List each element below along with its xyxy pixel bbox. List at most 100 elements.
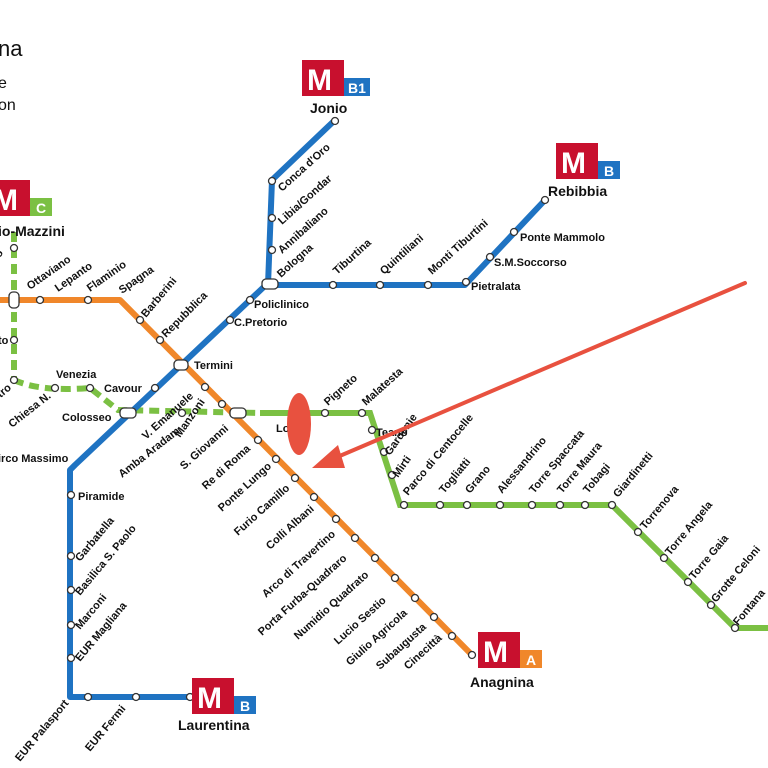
- label-giardinetti: Giardinetti: [611, 450, 656, 500]
- metro-logo-laurentina: [192, 678, 234, 714]
- label-malatesta: Malatesta: [360, 365, 406, 408]
- terminal-name-anagnina: Anagnina: [470, 674, 534, 690]
- station-manzoni: [217, 399, 227, 409]
- station-libia: [267, 213, 277, 223]
- metro-letter-laurentina: M: [197, 682, 222, 715]
- line-badge-rebibbia: [598, 161, 620, 179]
- label-eur-palasport: EUR Palasport: [13, 697, 72, 764]
- terminal-name-jonio: Jonio: [310, 100, 347, 116]
- label-c-fragment-mid: to: [0, 335, 9, 347]
- terminal-name-mazzini: io-Mazzini: [0, 223, 65, 239]
- station-porta-furba: [350, 533, 360, 543]
- station-chiesa-nuova: [50, 383, 60, 393]
- metro-logo-jonio: [302, 60, 344, 96]
- line-badge-text-mazzini: C: [36, 200, 46, 216]
- label-barberini: Barberini: [139, 275, 179, 320]
- terminal-logo-anagnina: M A Anagnina: [470, 632, 542, 690]
- station-jonio: [330, 116, 340, 126]
- label-smsoccorso: S.M.Soccorso: [494, 257, 567, 269]
- label-chiesa-nuova: Chiesa N.: [6, 390, 53, 430]
- station-grano: [462, 500, 472, 510]
- station-furio-camillo: [290, 473, 300, 483]
- interchange-sgiovanni: [229, 407, 247, 419]
- label-giulio-agricola: Giulio Agricola: [344, 607, 411, 669]
- station-eur-fermi: [131, 692, 141, 702]
- station-amba-aradam: [177, 408, 187, 418]
- line-badge-text-jonio: B1: [348, 80, 366, 96]
- station-torre-maura: [555, 500, 565, 510]
- interchange-bologna: [261, 278, 279, 290]
- station-repubblica: [155, 335, 165, 345]
- station-eur-magliana: [66, 653, 76, 663]
- metro-letter-rebibbia: M: [561, 147, 586, 180]
- station-torre-gaia: [683, 577, 693, 587]
- station-marconi: [66, 620, 76, 630]
- station-torrenova: [633, 527, 643, 537]
- station-cpretorio: [225, 315, 235, 325]
- station-rebibbia: [540, 195, 550, 205]
- station-smsoccorso: [485, 252, 495, 262]
- metro-letter-anagnina: M: [483, 636, 508, 669]
- station-torre-spaccata: [527, 500, 537, 510]
- annotation-arrow-head: [312, 445, 345, 468]
- line-c-dashed-center: [12, 377, 261, 416]
- station-subaugusta: [429, 612, 439, 622]
- interchange-termini: [173, 359, 189, 371]
- station-ottaviano: [35, 295, 45, 305]
- label-colli-albani: Colli Albani: [264, 503, 317, 552]
- metro-logo-anagnina: [478, 632, 520, 668]
- station-cavour: [150, 383, 160, 393]
- label-torrenova: Torrenova: [638, 483, 682, 532]
- line-badge-text-anagnina: A: [526, 652, 536, 668]
- interchange-ottaviano-c: [8, 291, 20, 309]
- station-mirti: [387, 470, 397, 480]
- station-numidio: [370, 553, 380, 563]
- station-togliatti: [435, 500, 445, 510]
- station-cinecitta: [447, 631, 457, 641]
- station-lucio-sestio: [390, 573, 400, 583]
- station-pietralata: [461, 277, 471, 287]
- station-parco-centocelle: [399, 500, 409, 510]
- station-tiburtina: [328, 280, 338, 290]
- line-badge-text-laurentina: B: [240, 698, 250, 714]
- label-cavour: Cavour: [104, 383, 143, 395]
- label-fontana: Fontana: [731, 587, 768, 628]
- label-pigneto: Pigneto: [322, 372, 360, 408]
- line-badge-mazzini: [30, 198, 52, 216]
- terminal-name-laurentina: Laurentina: [178, 717, 250, 733]
- annotation-ellipse: [287, 393, 311, 455]
- label-pietralata: Pietralata: [471, 281, 521, 293]
- station-eur-palasport: [83, 692, 93, 702]
- interchange-colosseo: [119, 407, 137, 419]
- station-ponte-mammolo: [509, 227, 519, 237]
- metro-letter-mazzini: M: [0, 184, 18, 217]
- line-c-solid: [260, 410, 768, 631]
- station-re-di-roma: [253, 435, 263, 445]
- line-badge-laurentina: [234, 696, 256, 714]
- station-torre-angela: [659, 553, 669, 563]
- line-b-main: [67, 280, 271, 700]
- label-mirti: Mirti: [391, 454, 414, 480]
- station-piramide: [66, 490, 76, 500]
- annotation-arrow: [312, 281, 747, 468]
- station-tobagi: [580, 500, 590, 510]
- terminal-name-rebibbia: Rebibbia: [548, 183, 607, 199]
- station-c-south: [9, 375, 19, 385]
- station-giardinetti: [607, 500, 617, 510]
- station-quintiliani: [375, 280, 385, 290]
- station-monti-tiburtini: [423, 280, 433, 290]
- station-fontana: [730, 623, 740, 633]
- map-subtitle-line2: e: [0, 75, 7, 92]
- station-garbatella: [66, 551, 76, 561]
- terminal-logo-rebibbia: M B Rebibbia: [548, 143, 620, 199]
- station-vemanuele: [200, 382, 210, 392]
- station-pigneto: [320, 408, 330, 418]
- label-piramide: Piramide: [78, 491, 124, 503]
- label-lodi-fragment: Lo: [276, 423, 290, 435]
- station-malatesta: [357, 408, 367, 418]
- line-badge-jonio: [344, 78, 370, 96]
- station-annibaliano: [267, 245, 277, 255]
- station-ponte-lungo: [271, 454, 281, 464]
- station-c-mid: [9, 335, 19, 345]
